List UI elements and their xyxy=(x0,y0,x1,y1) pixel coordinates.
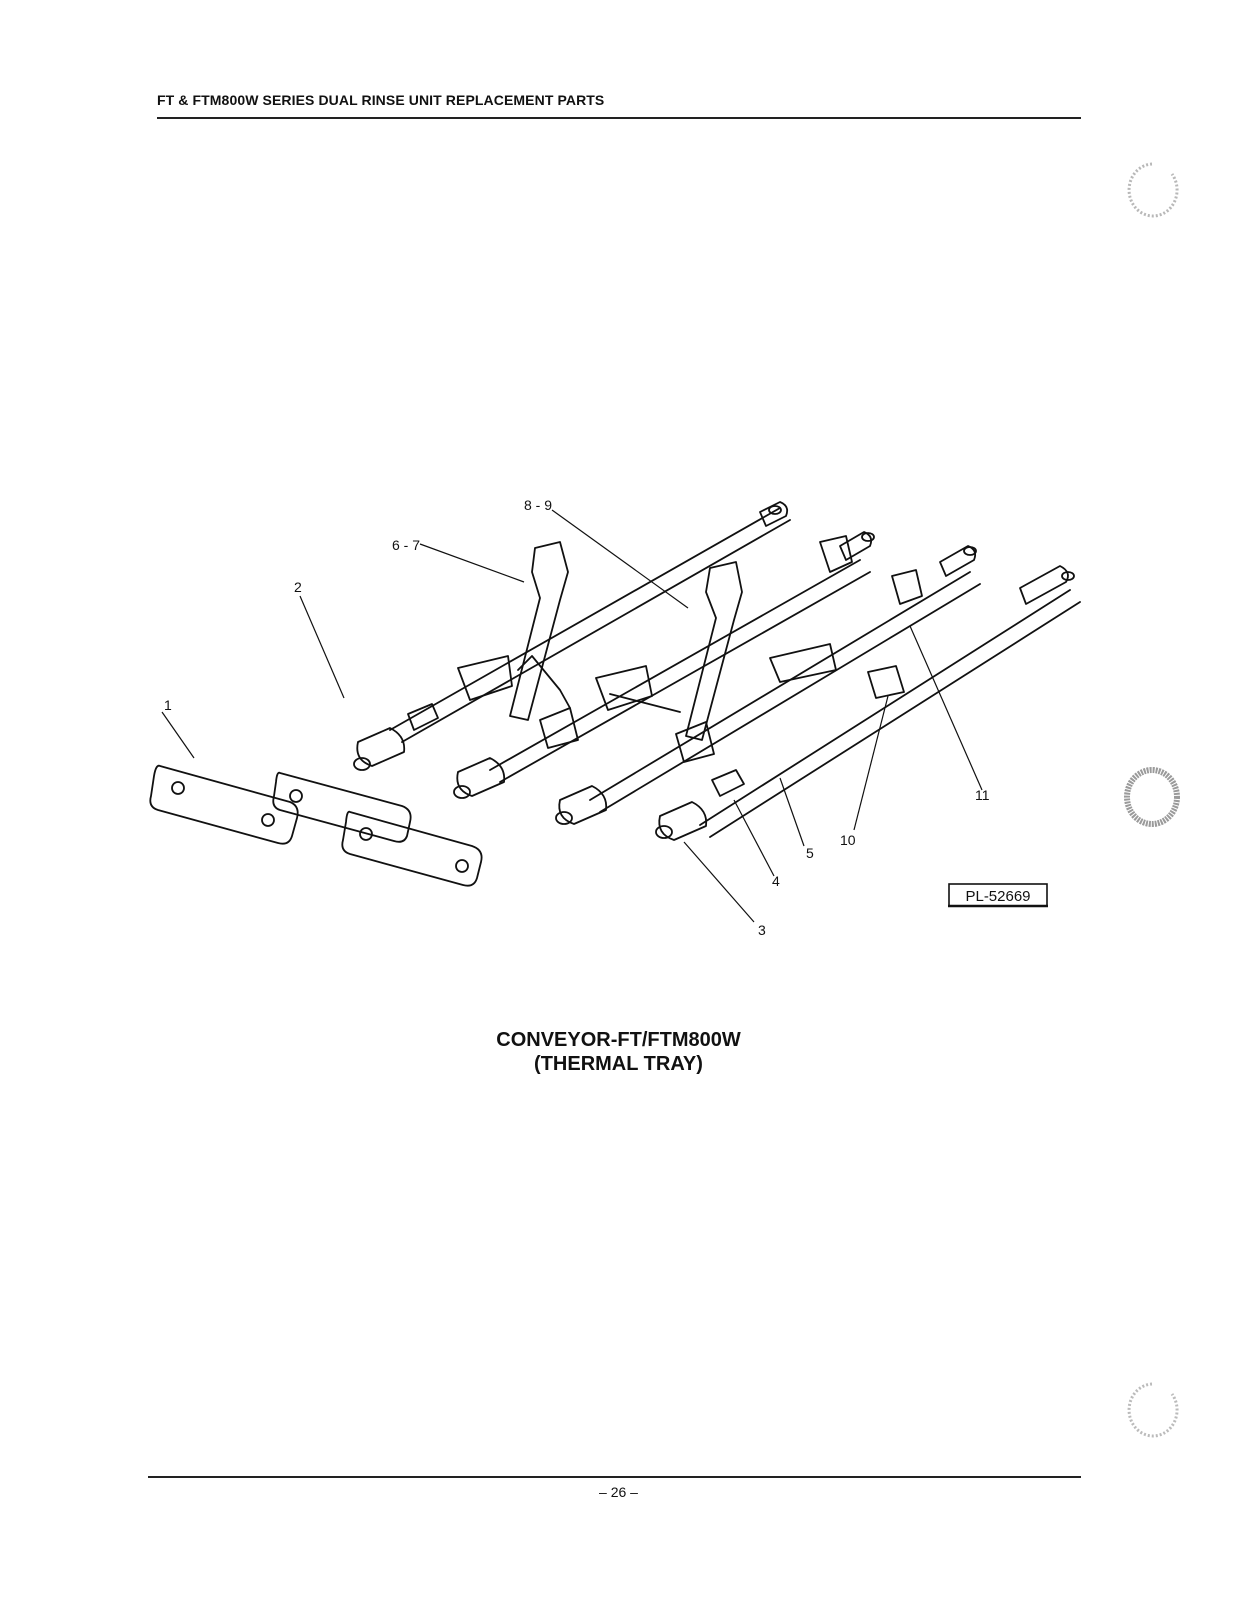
callout-8-9: 8 - 9 xyxy=(524,497,552,513)
callout-10: 10 xyxy=(840,832,856,848)
rod-2 xyxy=(489,559,861,771)
figure-caption-line1: CONVEYOR-FT/FTM800W xyxy=(496,1029,741,1051)
roller-set-3 xyxy=(555,785,608,825)
rod-3 xyxy=(589,571,971,801)
roller-set-1 xyxy=(353,703,439,771)
header-rule xyxy=(157,117,1081,119)
callout-6-7: 6 - 7 xyxy=(392,537,420,553)
footer-rule xyxy=(148,1476,1081,1478)
punch-hole-middle xyxy=(1124,767,1180,827)
rod-1 xyxy=(389,507,781,731)
page-number: – 26 – xyxy=(599,1484,638,1500)
callout-5: 5 xyxy=(806,845,814,861)
figure-caption-line2: (THERMAL TRAY) xyxy=(534,1053,703,1075)
tray-bracket-right xyxy=(595,561,743,763)
link-plate-1 xyxy=(149,764,299,845)
roller-set-2 xyxy=(453,757,506,799)
punch-hole-bottom xyxy=(1127,1382,1179,1438)
page-header-title: FT & FTM800W SERIES DUAL RINSE UNIT REPL… xyxy=(157,92,605,108)
plate-id: PL-52669 xyxy=(965,888,1030,905)
rod-4-edge xyxy=(709,601,1081,838)
tray-bracket-left xyxy=(457,541,579,749)
callout-4: 4 xyxy=(772,873,780,889)
callout-2: 2 xyxy=(294,579,302,595)
rod-2-edge xyxy=(499,571,871,783)
figure-caption: CONVEYOR-FT/FTM800W (THERMAL TRAY) xyxy=(0,1028,1237,1076)
tray-bracket-rear xyxy=(769,535,923,699)
roller-set-4 xyxy=(655,769,745,841)
conveyor-exploded-diagram: 1 2 3 4 5 6 - 7 8 - 9 10 11 PL-52669 xyxy=(149,497,1081,938)
rod-3-edge xyxy=(599,583,981,813)
rod-1-edge xyxy=(401,519,791,743)
plate-id-box: PL-52669 xyxy=(948,883,1048,908)
punch-hole-top xyxy=(1127,162,1179,218)
link-plate-2 xyxy=(272,771,412,843)
callout-11: 11 xyxy=(975,787,990,803)
callout-3: 3 xyxy=(758,922,766,938)
callout-1: 1 xyxy=(164,697,172,713)
link-plate-3 xyxy=(341,810,483,887)
